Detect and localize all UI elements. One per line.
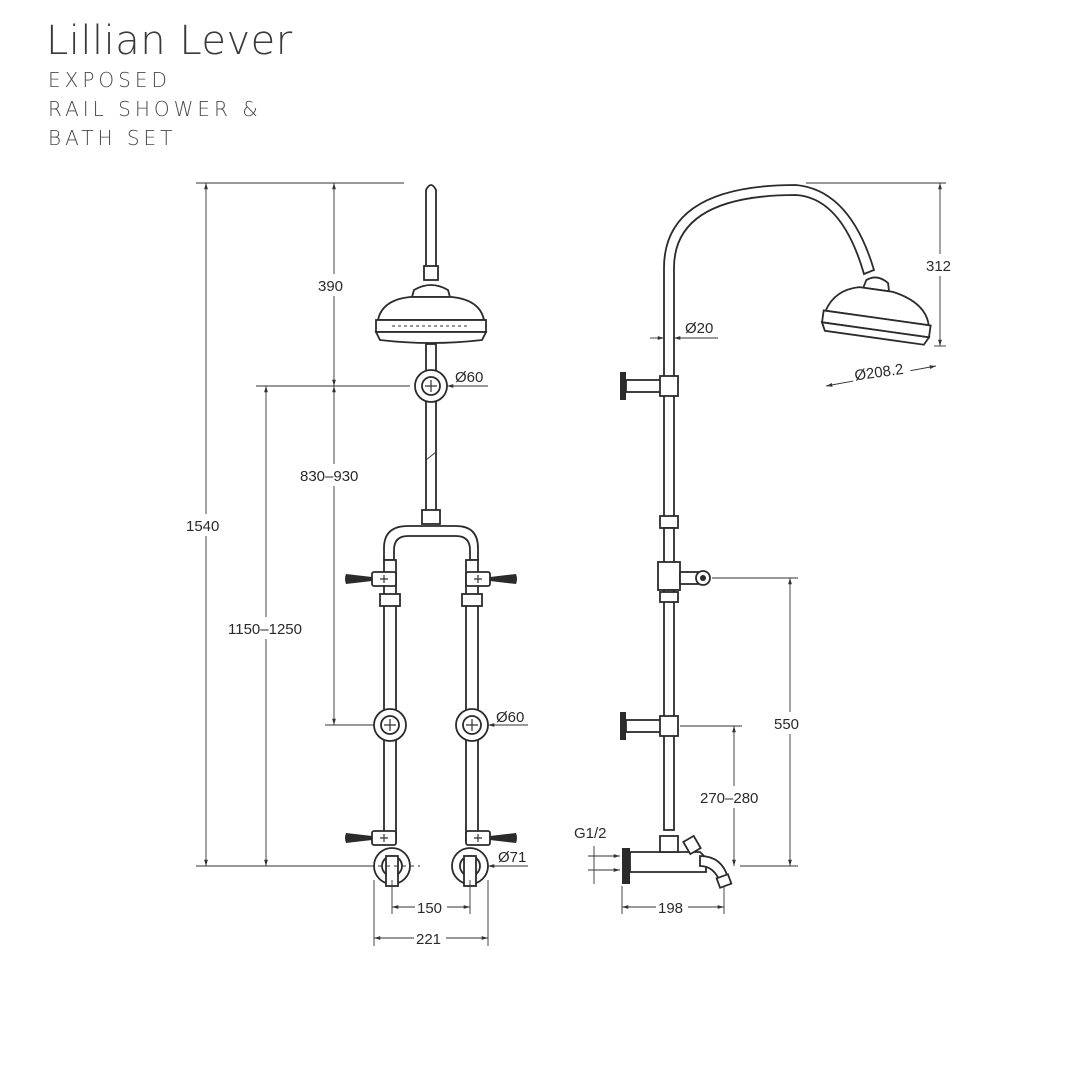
dim-rail-range: 830–930 (300, 468, 358, 485)
lower-left-lever (345, 830, 397, 846)
side-upper-rail (663, 381, 675, 521)
subtitle-line-1: EXPOSED (48, 68, 171, 92)
top-riser (425, 184, 437, 269)
dim-overall-height: 1540 (186, 518, 219, 535)
upper-right-lever (465, 571, 517, 587)
dim-outlet-range: 1150–1250 (228, 621, 302, 638)
dim-overall-width: 221 (416, 931, 441, 948)
product-title: Lillian Lever (46, 18, 293, 64)
side-upper-bracket (620, 372, 679, 400)
dim-top-flange: Ø60 (455, 369, 483, 386)
mid-right-flange (455, 708, 489, 742)
lower-right-lever (465, 830, 517, 846)
dim-bracket-range: 270–280 (700, 790, 758, 807)
side-dimensions: 312 Ø20 Ø208.2 550 270–280 G1/2 198 (574, 182, 958, 917)
riser-joint (423, 265, 439, 281)
upper-left-lever (345, 571, 397, 587)
u-bridge (383, 525, 479, 561)
top-wall-flange (414, 369, 448, 403)
dim-thread: G1/2 (574, 825, 607, 842)
front-view (345, 184, 517, 887)
subtitle-line-3: BATH SET (48, 126, 177, 150)
side-lower-rail (663, 589, 675, 831)
dim-centres: 150 (417, 900, 442, 917)
front-dimensions: 1540 390 830–930 1150–1250 Ø60 Ø60 Ø71 1… (184, 182, 528, 948)
mid-left-flange (373, 708, 407, 742)
dim-head-drop: 390 (318, 278, 343, 295)
dim-head-dia: Ø208.2 (853, 361, 904, 385)
dim-base-flange: Ø71 (498, 849, 526, 866)
dim-spout-projection: 198 (658, 900, 683, 917)
dim-diverter-height: 550 (774, 716, 799, 733)
subtitle-line-2: RAIL SHOWER & (48, 97, 262, 121)
front-shower-head (374, 284, 488, 344)
dim-arm-height: 312 (926, 258, 951, 275)
rail-collar (421, 509, 441, 525)
dim-rail-dia: Ø20 (685, 320, 713, 337)
dim-mid-flange: Ø60 (496, 709, 524, 726)
side-view (620, 184, 932, 889)
side-shower-head (820, 276, 932, 346)
side-diverter (657, 561, 711, 591)
base-right-flange (451, 847, 489, 887)
side-lower-bracket (620, 712, 679, 740)
gooseneck-arm (663, 184, 876, 383)
side-bath-mixer (622, 834, 733, 889)
